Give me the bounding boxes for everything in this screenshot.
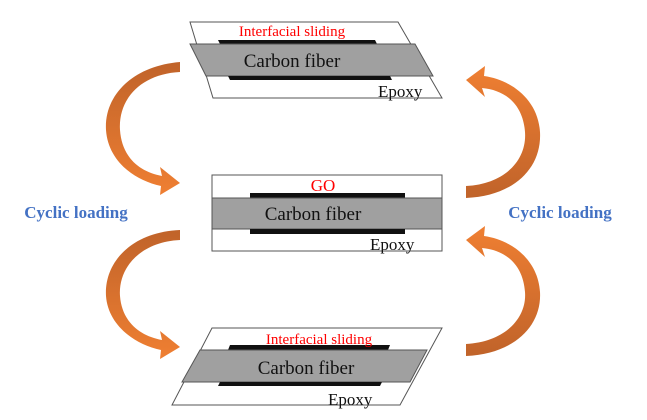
- epoxy-label: Epoxy: [378, 82, 423, 101]
- top-panel: Interfacial sliding Carbon fiber Epoxy: [189, 21, 443, 101]
- carbon-fiber: [189, 43, 434, 77]
- cyclic-arrow-left-upper: [105, 62, 180, 195]
- cyclic-arrow-right-lower: [466, 226, 541, 356]
- carbon-fiber-label: Carbon fiber: [244, 51, 341, 72]
- carbon-fiber-label: Carbon fiber: [265, 204, 362, 225]
- cyclic-loading-label-left: Cyclic loading: [24, 203, 128, 222]
- epoxy-label: Epoxy: [328, 390, 373, 409]
- carbon-fiber: [181, 349, 428, 383]
- carbon-fiber: [211, 197, 443, 230]
- go-label: GO: [311, 176, 336, 195]
- go-layer-bottom: [228, 76, 392, 80]
- carbon-fiber-label: Carbon fiber: [258, 358, 355, 379]
- go-layer-top: [250, 193, 405, 198]
- go-layer-bottom: [218, 382, 382, 386]
- interfacial-sliding-label: Interfacial sliding: [266, 332, 373, 348]
- bottom-panel: Interfacial sliding Carbon fiber Epoxy: [171, 327, 443, 409]
- cyclic-loading-label-right: Cyclic loading: [508, 203, 612, 222]
- go-layer-bottom: [250, 229, 405, 234]
- cyclic-arrow-right-upper: [466, 66, 541, 198]
- go-layer-top: [228, 345, 390, 350]
- interfacial-sliding-label: Interfacial sliding: [239, 24, 346, 40]
- middle-panel: GO Carbon fiber Epoxy: [211, 174, 443, 254]
- cyclic-arrow-left-lower: [105, 230, 180, 359]
- go-layer-top: [218, 40, 377, 44]
- epoxy-label: Epoxy: [370, 235, 415, 254]
